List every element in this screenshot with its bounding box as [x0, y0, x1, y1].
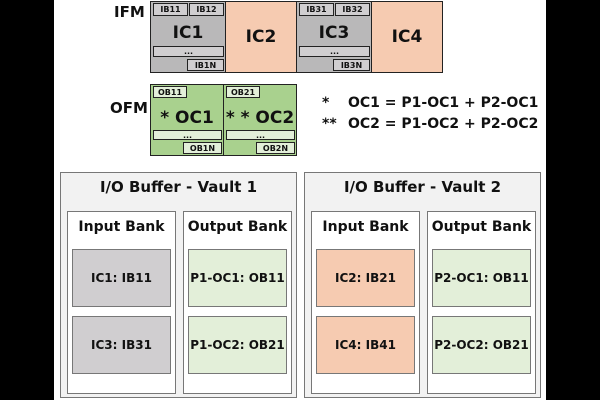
ofm-ob2n: OB2N [256, 142, 295, 154]
ifm-block-ic3: IB31 IB32 IC3 ... IB3N [296, 1, 372, 73]
vault-1-input-cell-1: IC1: IB11 [72, 249, 171, 307]
vault-1-input-bank: Input Bank IC1: IB11 IC3: IB31 [67, 211, 176, 394]
ofm-block-oc2: OB21 * * OC2 ... OB2N [223, 84, 297, 156]
ifm-ic1-dots: ... [153, 46, 224, 57]
ifm-block-ic2: IC2 [225, 1, 297, 73]
equation-oc2-marker: ** [322, 116, 337, 132]
ofm-oc1-label: * OC1 [160, 108, 214, 128]
vault-1-output-cell-1: P1-OC1: OB11 [188, 249, 287, 307]
vault-2-input-cell-1: IC2: IB21 [316, 249, 415, 307]
ofm-oc2-label: * * OC2 [225, 108, 295, 128]
ifm-block-ic1: IB11 IB12 IC1 ... IB1N [150, 1, 226, 73]
ifm-ic1-label: IC1 [172, 23, 204, 43]
vault-2-output-bank: Output Bank P2-OC1: OB11 P2-OC2: OB21 [427, 211, 536, 394]
ifm-block-ic4: IC4 [371, 1, 443, 73]
ofm-ob11: OB11 [153, 86, 187, 98]
diagram-canvas: IFM IB11 IB12 IC1 ... IB1N IC2 IB31 IB32… [54, 0, 546, 400]
vault-1: I/O Buffer - Vault 1 Input Bank IC1: IB1… [60, 172, 297, 398]
ofm-block-oc1: OB11 * OC1 ... OB1N [150, 84, 224, 156]
vault-2: I/O Buffer - Vault 2 Input Bank IC2: IB2… [304, 172, 541, 398]
equation-oc1-text: OC1 = P1-OC1 + P2-OC1 [348, 95, 539, 111]
vault-1-title: I/O Buffer - Vault 1 [99, 178, 258, 196]
equation-oc2-text: OC2 = P1-OC2 + P2-OC2 [348, 116, 539, 132]
vault-2-input-bank: Input Bank IC2: IB21 IC4: IB41 [311, 211, 420, 394]
ofm-ob1n: OB1N [183, 142, 222, 154]
vault-1-input-cell-2: IC3: IB31 [72, 316, 171, 374]
ofm-label: OFM [110, 99, 148, 117]
ifm-ib32: IB32 [335, 3, 370, 16]
ifm-ib11: IB11 [153, 3, 188, 16]
vault-1-output-bank-title: Output Bank [187, 219, 288, 235]
ifm-ib12: IB12 [189, 3, 224, 16]
equation-oc1-marker: * [322, 95, 330, 111]
vault-1-output-bank: Output Bank P1-OC1: OB11 P1-OC2: OB21 [183, 211, 292, 394]
vault-2-input-cell-2: IC4: IB41 [316, 316, 415, 374]
ifm-ic3-dots: ... [299, 46, 370, 57]
vault-1-output-cell-2: P1-OC2: OB21 [188, 316, 287, 374]
ofm-oc1-dots: ... [153, 130, 222, 140]
vault-2-title: I/O Buffer - Vault 2 [343, 178, 502, 196]
ifm-label: IFM [114, 3, 145, 21]
equation-oc2: ** OC2 = P1-OC2 + P2-OC2 [322, 116, 538, 132]
ifm-ib1n: IB1N [187, 59, 224, 71]
ifm-ib3n: IB3N [333, 59, 370, 71]
vault-1-input-bank-title: Input Bank [78, 219, 165, 235]
vault-2-output-cell-1: P2-OC1: OB11 [432, 249, 531, 307]
ifm-ib31: IB31 [299, 3, 334, 16]
vault-2-input-bank-title: Input Bank [322, 219, 409, 235]
equation-oc1: * OC1 = P1-OC1 + P2-OC1 [322, 95, 538, 111]
vault-2-output-bank-title: Output Bank [431, 219, 532, 235]
ifm-ic3-label: IC3 [318, 23, 350, 43]
vault-2-output-cell-2: P2-OC2: OB21 [432, 316, 531, 374]
ofm-oc2-dots: ... [226, 130, 295, 140]
ofm-ob21: OB21 [226, 86, 260, 98]
